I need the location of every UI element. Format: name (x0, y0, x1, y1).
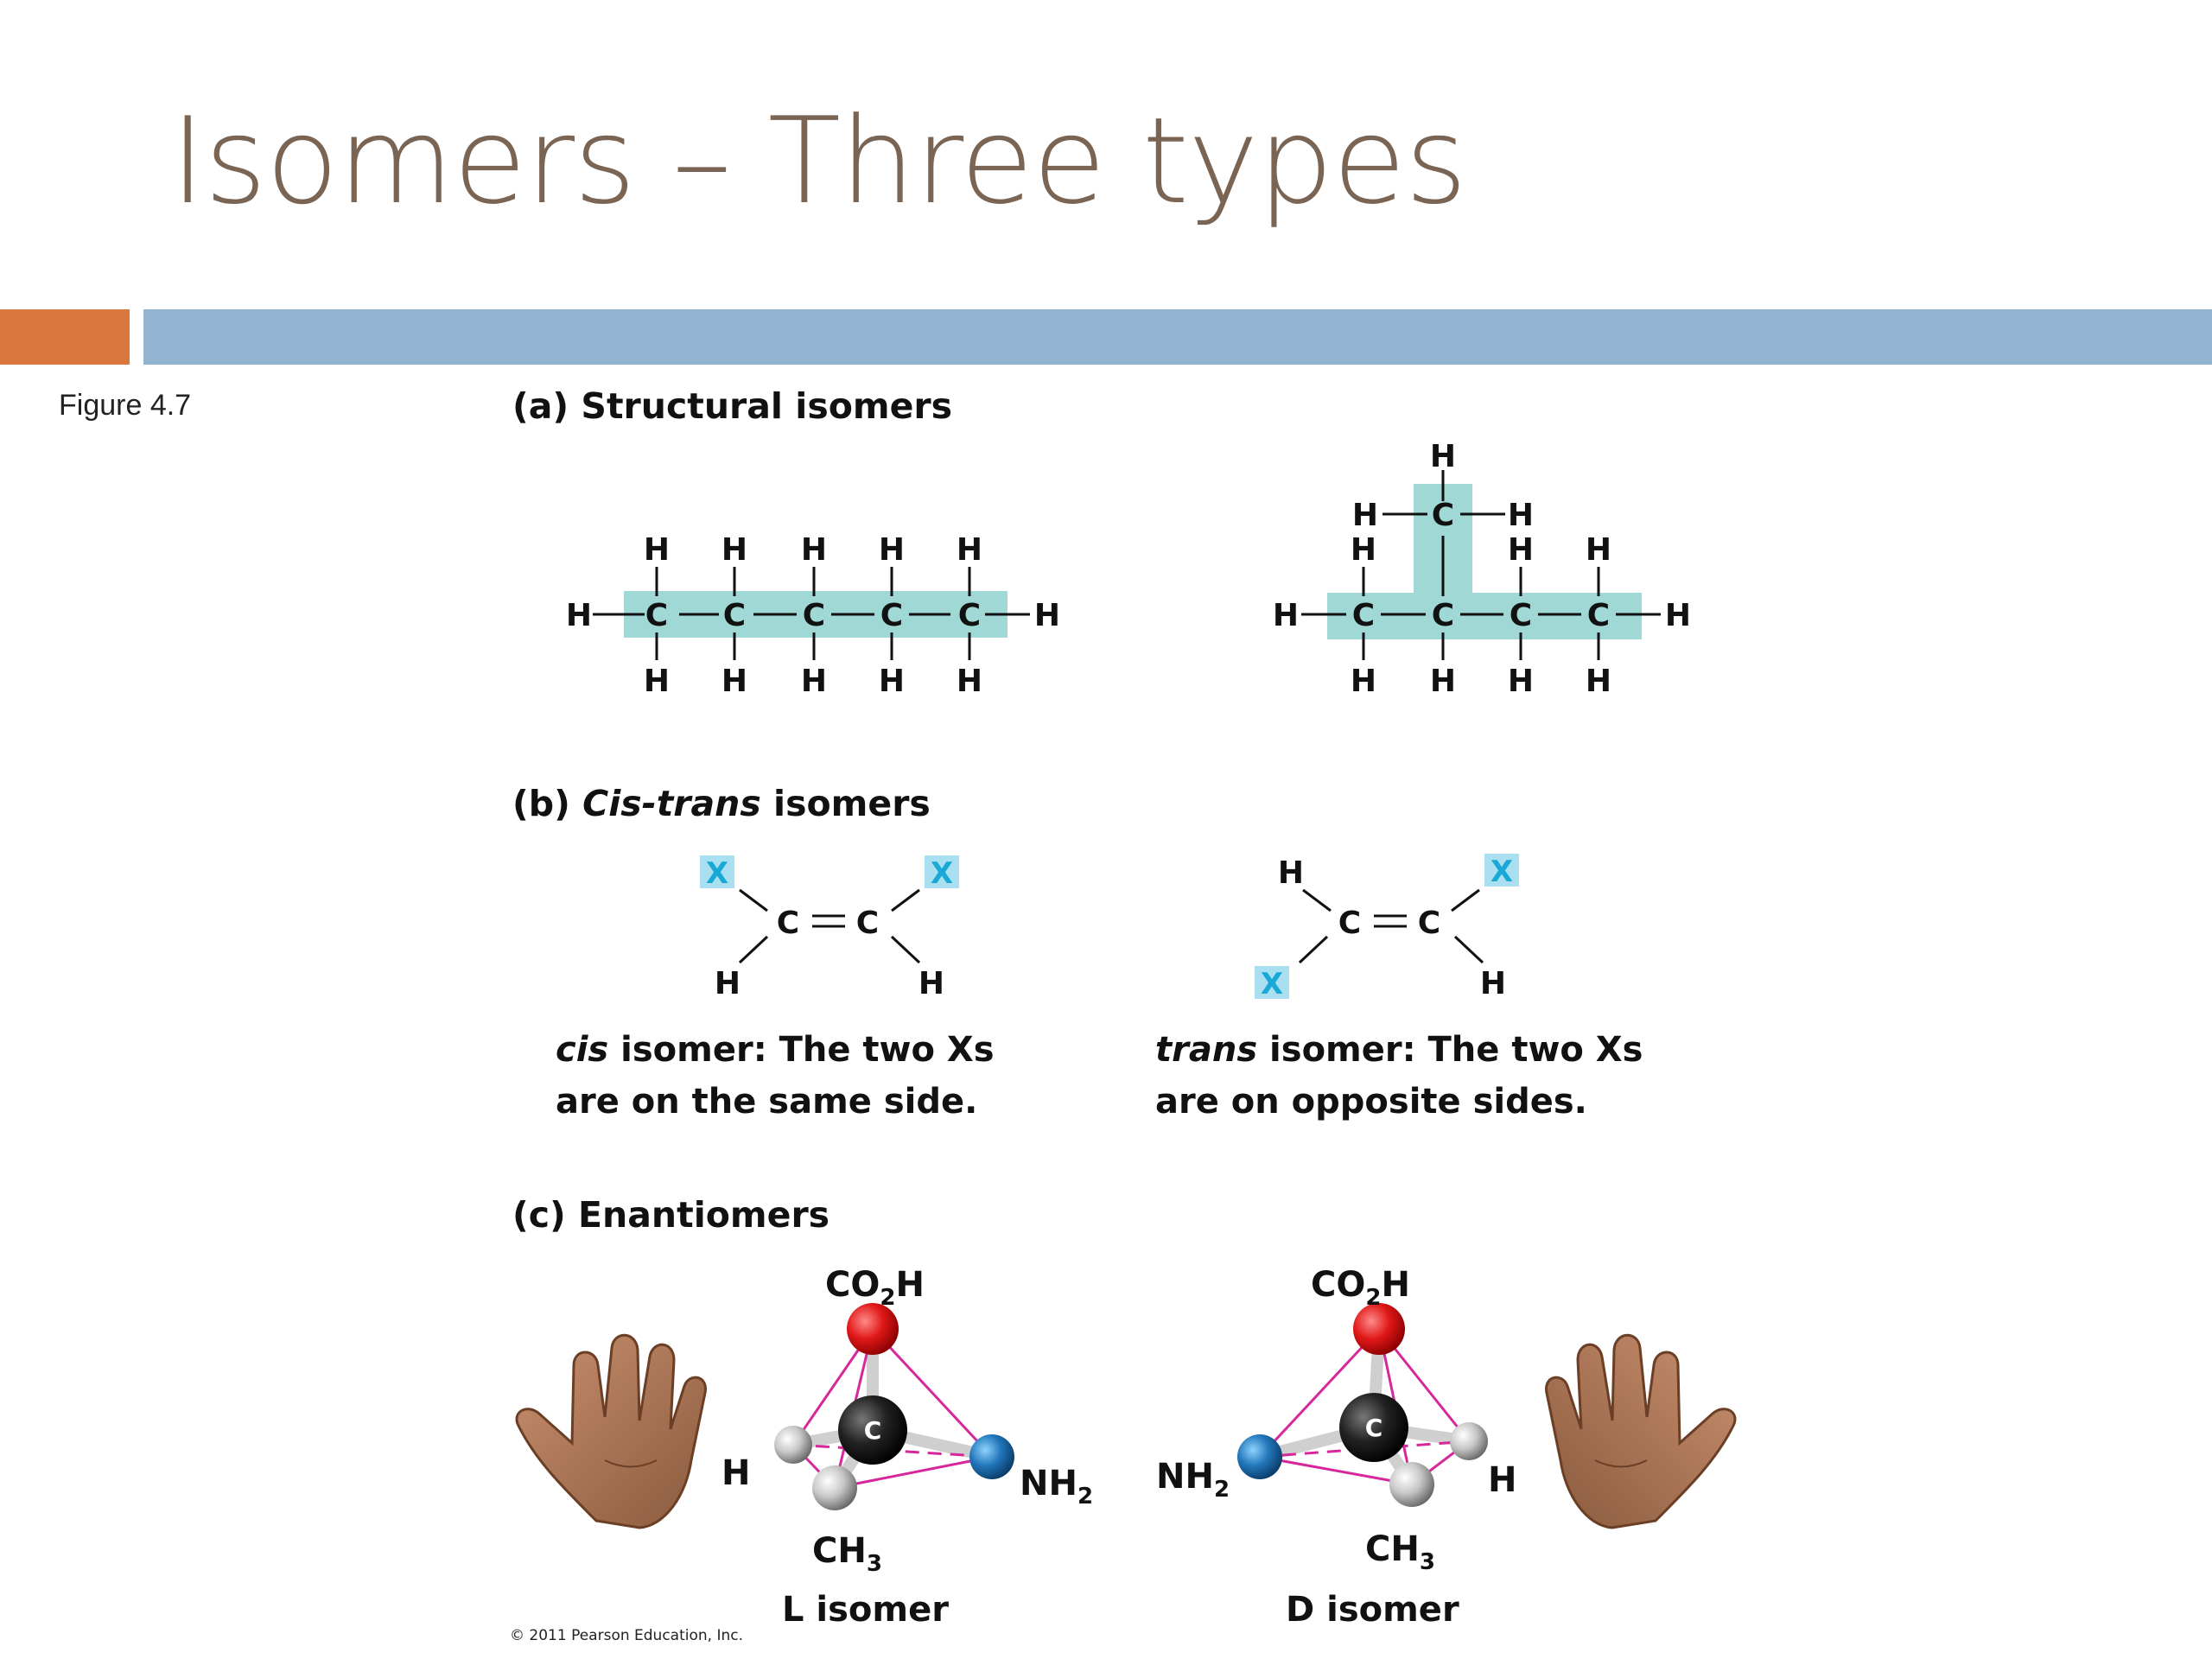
x-highlight (700, 855, 734, 888)
substituent-x: X (1261, 967, 1283, 1001)
atom-h: H (1508, 664, 1534, 699)
d-isomer-label: D isomer (1286, 1590, 1459, 1630)
cis-isomer-structure: X X C C H H cis isomer: The two Xs are o… (556, 855, 995, 1122)
methyl-atom (1389, 1462, 1434, 1507)
atom-h: H (1665, 598, 1691, 633)
figure-label: Figure 4.7 (59, 389, 192, 422)
oxygen-atom (847, 1303, 899, 1355)
atom-c: C (1365, 1414, 1383, 1442)
copyright-notice: © 2011 Pearson Education, Inc. (510, 1627, 743, 1644)
substituent-x: X (706, 856, 728, 891)
accent-bar-orange (0, 309, 130, 365)
hydrogen-atom (774, 1426, 812, 1464)
cis-caption-line-2: are on the same side. (556, 1082, 977, 1122)
amine-label: NH2 (1020, 1464, 1093, 1510)
methyl-label: CH3 (812, 1531, 882, 1577)
x-highlight (925, 855, 959, 888)
atom-h: H (721, 664, 747, 699)
atom-h: H (1278, 855, 1304, 891)
trans-isomer-structure: H X C C X H trans isomer: The two Xs are… (1155, 854, 1643, 1122)
carboxyl-label: CO2H (1311, 1265, 1410, 1311)
atom-h: H (566, 598, 592, 633)
cis-trans-heading: (b) Cis-trans isomers (512, 783, 931, 824)
atom-h: H (1352, 498, 1378, 533)
substituent-x: X (931, 856, 953, 891)
carbon-atom (1339, 1393, 1408, 1462)
pentane-structure: H C C C C C H H H H H H H H H H H (566, 532, 1060, 699)
carbon-chain-highlight (1327, 593, 1642, 639)
right-hand-icon (1545, 1333, 1737, 1529)
x-highlight (1255, 966, 1289, 999)
atom-h: H (1034, 598, 1060, 633)
atom-h: H (1480, 966, 1506, 1001)
hydrogen-atom (1450, 1422, 1488, 1460)
atom-h: H (1586, 664, 1611, 699)
atom-h: H (1430, 439, 1456, 474)
atom-c: C (864, 1416, 882, 1445)
atom-h: H (1508, 498, 1534, 533)
atom-c: C (723, 598, 746, 633)
trans-caption-line-1: trans isomer: The two Xs (1155, 1030, 1643, 1070)
slide-title: Isomers – Three types (170, 92, 1467, 231)
trans-caption-line-2: are on opposite sides. (1155, 1082, 1587, 1122)
atom-c: C (880, 598, 903, 633)
enantiomers-heading: (c) Enantiomers (512, 1194, 830, 1236)
atom-c: C (1510, 598, 1532, 633)
hydrogen-label: H (1488, 1460, 1516, 1500)
cis-caption-line-1: cis isomer: The two Xs (556, 1030, 995, 1070)
atom-h: H (801, 532, 827, 568)
atom-h: H (644, 664, 670, 699)
isopentane-structure: H C C C C H H H H H H H H C H H H (1273, 439, 1691, 699)
oxygen-atom (1353, 1303, 1405, 1355)
atom-h: H (957, 532, 982, 568)
atom-c: C (1587, 598, 1610, 633)
amine-label: NH2 (1156, 1457, 1230, 1503)
nitrogen-atom (1237, 1434, 1282, 1479)
atom-c: C (803, 598, 825, 633)
carboxyl-label: CO2H (825, 1265, 925, 1311)
atom-c: C (856, 906, 879, 941)
nitrogen-atom (969, 1434, 1014, 1479)
d-isomer-model: C CO2H NH2 H CH3 D isomer (1156, 1265, 1516, 1630)
methyl-atom (812, 1465, 857, 1510)
carbon-atom (838, 1395, 907, 1465)
atom-h: H (1351, 532, 1376, 568)
atom-c: C (1432, 598, 1454, 633)
atom-h: H (715, 966, 741, 1001)
x-highlight (1484, 854, 1519, 887)
atom-h: H (1430, 664, 1456, 699)
left-hand-icon (515, 1333, 707, 1529)
l-isomer-label: L isomer (782, 1590, 949, 1630)
methyl-label: CH3 (1365, 1529, 1435, 1575)
accent-bar-blue (143, 309, 2212, 365)
atom-h: H (957, 664, 982, 699)
atom-c: C (645, 598, 668, 633)
atom-c: C (1338, 906, 1361, 941)
atom-h: H (1351, 664, 1376, 699)
atom-c: C (1432, 498, 1454, 533)
atom-c: C (958, 598, 981, 633)
atom-h: H (879, 532, 905, 568)
hydrogen-label: H (721, 1453, 750, 1493)
atom-c: C (1418, 906, 1440, 941)
structural-heading: (a) Structural isomers (512, 385, 952, 427)
atom-c: C (1352, 598, 1375, 633)
l-isomer-model: C CO2H H NH2 CH3 L isomer (721, 1265, 1093, 1630)
atom-h: H (1508, 532, 1534, 568)
atom-h: H (721, 532, 747, 568)
atom-h: H (918, 966, 944, 1001)
atom-h: H (644, 532, 670, 568)
atom-h: H (1273, 598, 1299, 633)
atom-h: H (879, 664, 905, 699)
atom-h: H (801, 664, 827, 699)
atom-c: C (777, 906, 799, 941)
substituent-x: X (1491, 855, 1513, 889)
atom-h: H (1586, 532, 1611, 568)
